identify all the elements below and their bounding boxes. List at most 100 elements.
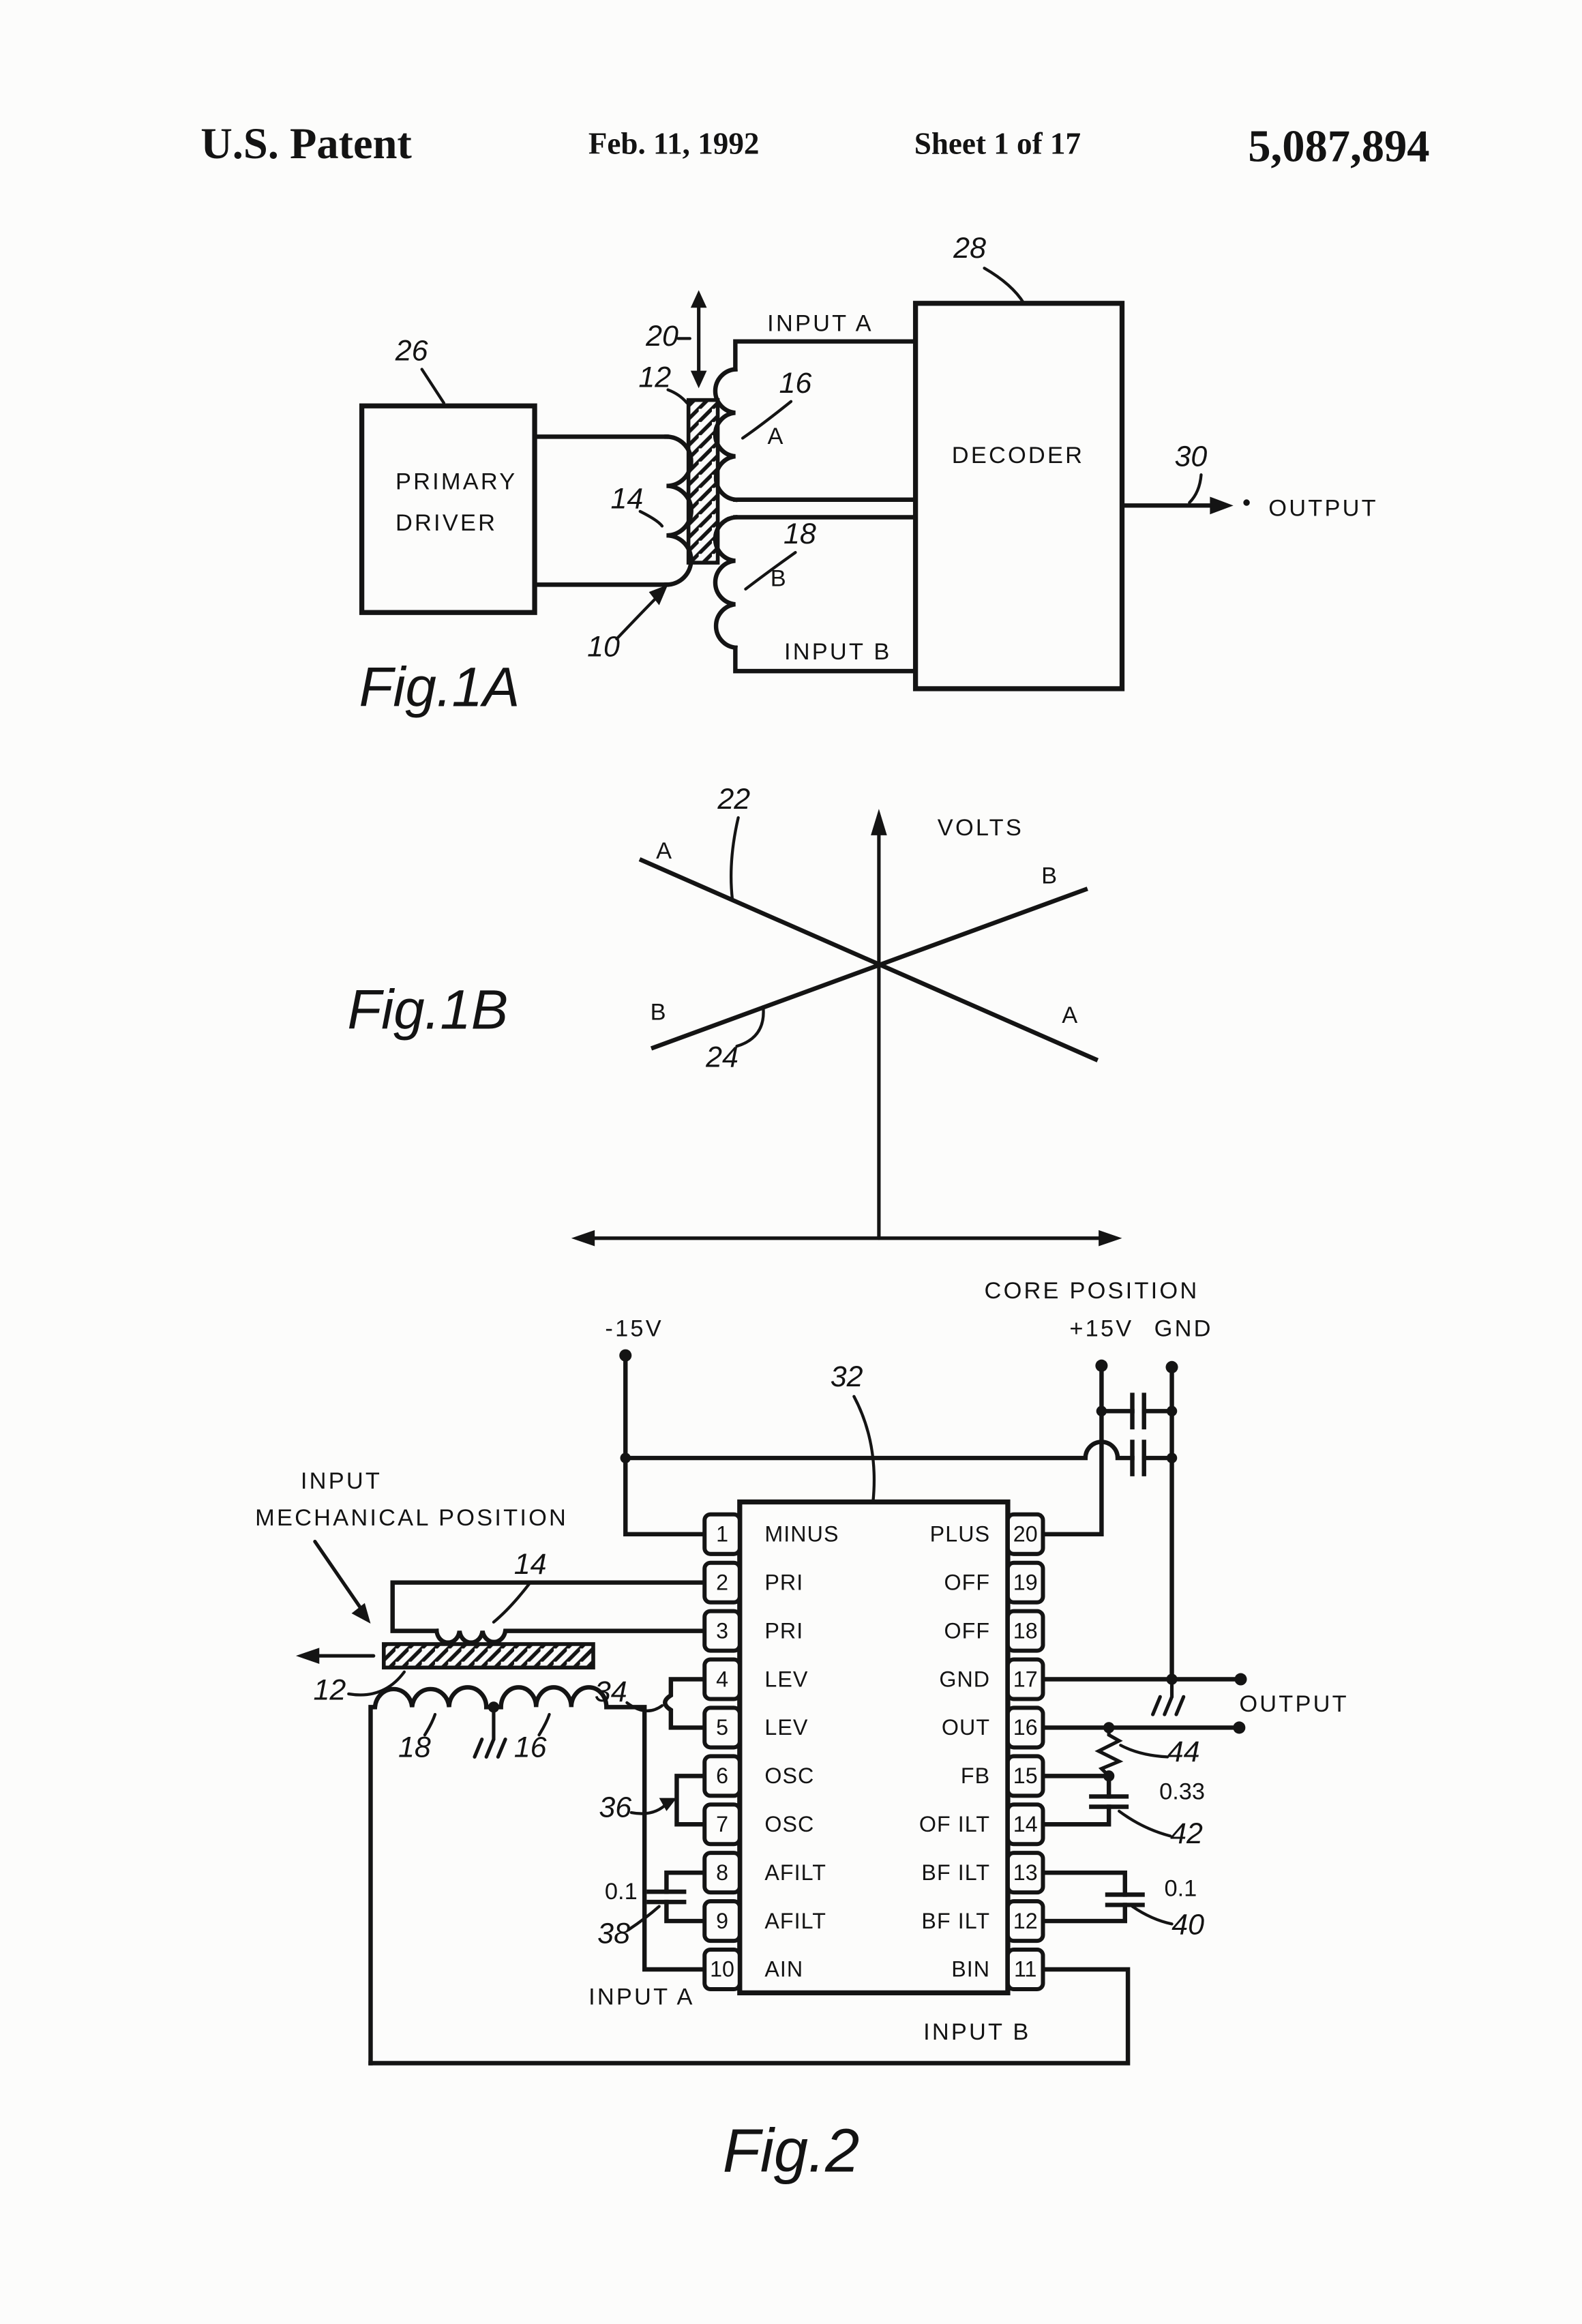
- ground-icon: [1151, 1695, 1186, 1716]
- pin-box: [702, 1609, 742, 1653]
- curve-a-lower-label: A: [1062, 1002, 1079, 1028]
- ref-12: 12: [313, 1674, 346, 1707]
- fig2: -15V +15V GND INPUT MECHANICAL POSITION: [255, 1316, 1349, 2186]
- primary-driver-box: [359, 403, 537, 615]
- decoder-label: DECODER: [952, 443, 1084, 468]
- pin-box: [702, 1512, 742, 1556]
- arrow-icon: [351, 1603, 371, 1624]
- header: U.S. Patent Feb. 11, 1992 Sheet 1 of 17 …: [200, 119, 1429, 171]
- capacitor-40: [1105, 1892, 1145, 1907]
- lvdt-core: [686, 398, 720, 565]
- wire-input-b: [368, 1967, 1131, 2066]
- mech-position-arrow: [313, 1539, 365, 1614]
- input-a-label: INPUT A: [767, 311, 874, 337]
- ref-24: 24: [705, 1041, 738, 1073]
- fig1b: VOLTS CORE POSITION A B B A 22 24 Fig.1B: [347, 783, 1199, 1304]
- pin-label: AIN: [764, 1957, 803, 1982]
- plus15-rail: [1041, 1363, 1104, 1537]
- pin-number: 8: [716, 1860, 728, 1885]
- pin-label: MINUS: [764, 1522, 839, 1547]
- pin-number: 2: [716, 1570, 728, 1594]
- fig2-caption: Fig.2: [723, 2117, 860, 2186]
- arrow-down-icon: [690, 370, 707, 389]
- terminal-dot: [1233, 1721, 1246, 1734]
- leader: [741, 400, 793, 440]
- pin-box: [1005, 1560, 1045, 1605]
- junction-dot: [1096, 1405, 1107, 1417]
- wire: [664, 1870, 707, 1924]
- primary-driver-label-2: DRIVER: [395, 510, 497, 536]
- ref-18: 18: [783, 518, 816, 550]
- pin-box: [702, 1705, 742, 1750]
- lev-link: [663, 1677, 707, 1730]
- wire: [1041, 1870, 1128, 1924]
- osc-link: [674, 1774, 707, 1827]
- leader: [744, 550, 797, 591]
- ref-20: 20: [645, 320, 678, 353]
- arrow-right-icon: [1210, 496, 1234, 515]
- pin-number: 11: [1014, 1957, 1036, 1982]
- leader: [627, 1905, 661, 1932]
- ref-18: 18: [398, 1731, 431, 1763]
- pin-number: 16: [1013, 1715, 1038, 1740]
- ground-icon: [473, 1738, 507, 1759]
- pin-label: AFILT: [764, 1860, 826, 1885]
- leader: [638, 509, 664, 528]
- pin-number: 9: [716, 1909, 728, 1933]
- capacitor-42: [1089, 1794, 1129, 1809]
- pin-label: OSC: [764, 1812, 814, 1836]
- input-mech-label-1: INPUT: [301, 1468, 382, 1494]
- wire-input-b: [733, 645, 918, 674]
- capacitor: [1130, 1440, 1146, 1476]
- leader: [1118, 1809, 1172, 1838]
- pin-box: [1005, 1802, 1045, 1847]
- fig1a-caption: Fig.1A: [359, 657, 520, 719]
- pin-number: 13: [1013, 1860, 1038, 1885]
- resistor-44: [1094, 1725, 1124, 1778]
- arrow-right-icon: [1099, 1230, 1122, 1247]
- pin-label: PRI: [764, 1618, 803, 1643]
- ref-26: 26: [395, 335, 428, 368]
- pin-box: [1005, 1899, 1045, 1943]
- minus15-rail: [623, 1353, 707, 1537]
- pin-number: 20: [1013, 1522, 1038, 1547]
- pin-label: PLUS: [930, 1522, 990, 1547]
- ref-34: 34: [595, 1675, 627, 1708]
- pin-label: OUT: [942, 1715, 990, 1740]
- pin-label: BIN: [951, 1957, 990, 1982]
- header-title: U.S. Patent: [200, 119, 412, 168]
- output-label: OUTPUT: [1239, 1691, 1349, 1717]
- cap-value-01-right: 0.1: [1165, 1876, 1197, 1902]
- core-position-label: CORE POSITION: [985, 1278, 1199, 1304]
- ref-14: 14: [514, 1548, 547, 1581]
- pin-box: [702, 1560, 742, 1605]
- pin-box: [702, 1657, 742, 1701]
- pin-number: 19: [1013, 1570, 1038, 1594]
- pin-label: OFF: [944, 1618, 991, 1643]
- pin-label: FB: [961, 1763, 990, 1788]
- leader: [492, 1581, 532, 1624]
- input-a-label: INPUT A: [588, 1984, 695, 2010]
- minus15-label: -15V: [605, 1316, 663, 1342]
- plus15-label: +15V: [1069, 1316, 1133, 1342]
- curve-a-upper-label: A: [656, 838, 674, 864]
- ref-38: 38: [597, 1917, 630, 1950]
- pin-box: [1005, 1657, 1045, 1701]
- curve-a: [638, 857, 1099, 1062]
- junction-dot: [1166, 1405, 1178, 1417]
- primary-driver-label-1: PRIMARY: [395, 469, 517, 495]
- ref-30: 30: [1175, 440, 1208, 473]
- pin-number: 14: [1013, 1812, 1038, 1836]
- pin-label: LEV: [764, 1715, 808, 1740]
- pin-box: [1005, 1851, 1045, 1895]
- cap-value-033: 0.33: [1159, 1779, 1205, 1805]
- leader: [423, 1712, 437, 1737]
- capacitor: [1130, 1392, 1146, 1430]
- leader: [730, 816, 740, 902]
- pin-box: [702, 1947, 742, 1992]
- ref-42: 42: [1170, 1817, 1203, 1850]
- curve-b-lower-label: B: [651, 1000, 668, 1026]
- leader: [615, 593, 661, 641]
